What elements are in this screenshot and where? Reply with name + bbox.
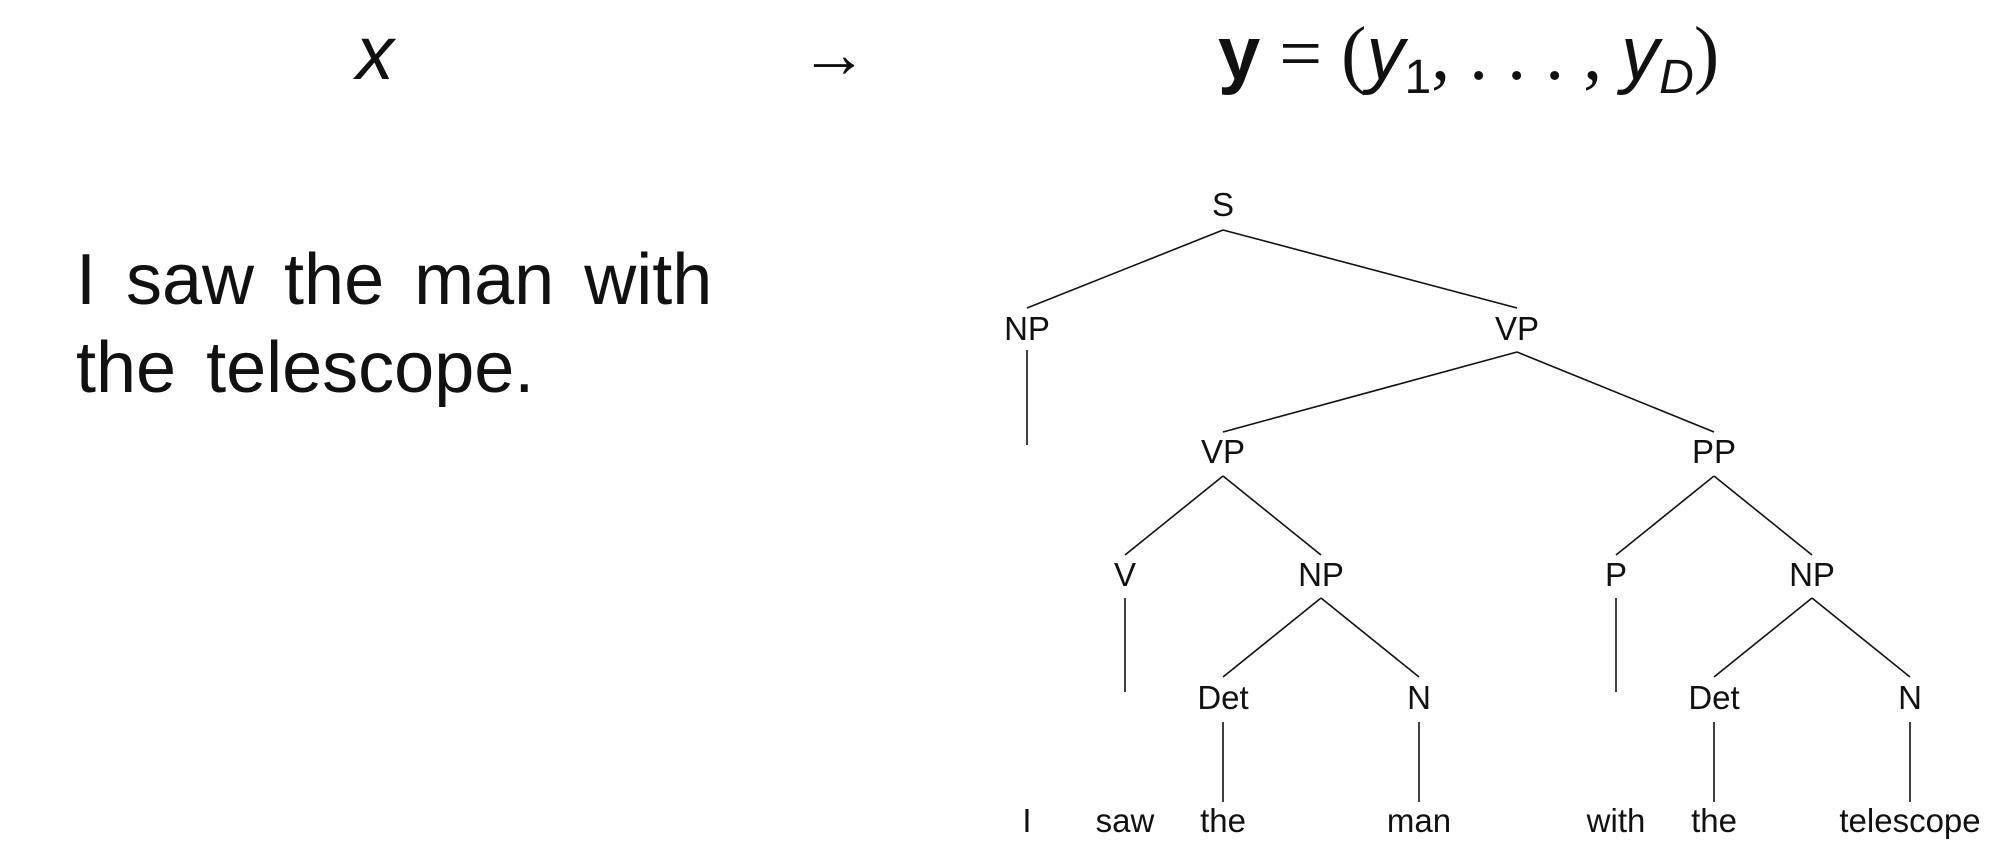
output-symbol-y: y xyxy=(1218,11,1261,96)
maps-to-arrow: → xyxy=(800,16,868,92)
edge-np-det1 xyxy=(1222,597,1322,678)
node-pp: PP xyxy=(1692,433,1736,470)
edge-np-n2 xyxy=(1811,597,1911,678)
formula-y-first: y xyxy=(1366,11,1405,96)
node-v: V xyxy=(1114,556,1136,593)
edge-vp-np xyxy=(1222,475,1322,556)
leaf-word: the xyxy=(1691,802,1737,839)
edge-pp-p xyxy=(1615,475,1715,556)
node-det-2: Det xyxy=(1688,679,1739,716)
input-sentence: I saw the man with the telescope. xyxy=(76,240,713,408)
node-s: S xyxy=(1212,186,1234,223)
input-symbol-x: x xyxy=(356,11,394,96)
leaf-word: the xyxy=(1200,802,1246,839)
formula-ellipsis: , . . . , xyxy=(1431,12,1622,96)
leaf-word: I xyxy=(1022,802,1031,839)
formula-equals: = ( xyxy=(1260,12,1367,96)
edge-pp-np xyxy=(1713,475,1813,556)
node-np-subject: NP xyxy=(1004,310,1050,347)
edge-vp-v xyxy=(1124,475,1224,556)
node-vp-top: VP xyxy=(1495,310,1539,347)
node-np-pobject: NP xyxy=(1789,556,1835,593)
edge-vp-vp xyxy=(1222,351,1518,433)
leaf-word: telescope xyxy=(1839,802,1980,839)
node-n-2: N xyxy=(1898,679,1922,716)
leaf-word: man xyxy=(1387,802,1451,839)
node-vp-inner: VP xyxy=(1201,433,1245,470)
leaf-word: saw xyxy=(1096,802,1155,839)
edge-np-n1 xyxy=(1320,597,1420,678)
formula-subscript-1: 1 xyxy=(1404,51,1432,104)
formula-y-last: y xyxy=(1621,11,1660,96)
edge-s-vp xyxy=(1222,229,1518,309)
formula-close-paren: ) xyxy=(1693,12,1720,96)
tree-leaves: I saw the man with the telescope xyxy=(1022,802,1980,839)
output-vector-formula: y = (y1, . . . , yD) xyxy=(1218,4,1719,104)
edge-np-det2 xyxy=(1713,597,1813,678)
node-n-1: N xyxy=(1407,679,1431,716)
tree-nodes: S NP VP VP PP V NP P NP Det N Det N xyxy=(1004,186,1922,716)
edge-vp-pp xyxy=(1516,351,1715,433)
leaf-word: with xyxy=(1586,802,1646,839)
tree-edges xyxy=(1026,229,1911,802)
node-det-1: Det xyxy=(1197,679,1248,716)
node-p: P xyxy=(1605,556,1627,593)
node-np-object: NP xyxy=(1298,556,1344,593)
edge-s-np xyxy=(1026,229,1224,309)
formula-subscript-d: D xyxy=(1659,51,1694,104)
